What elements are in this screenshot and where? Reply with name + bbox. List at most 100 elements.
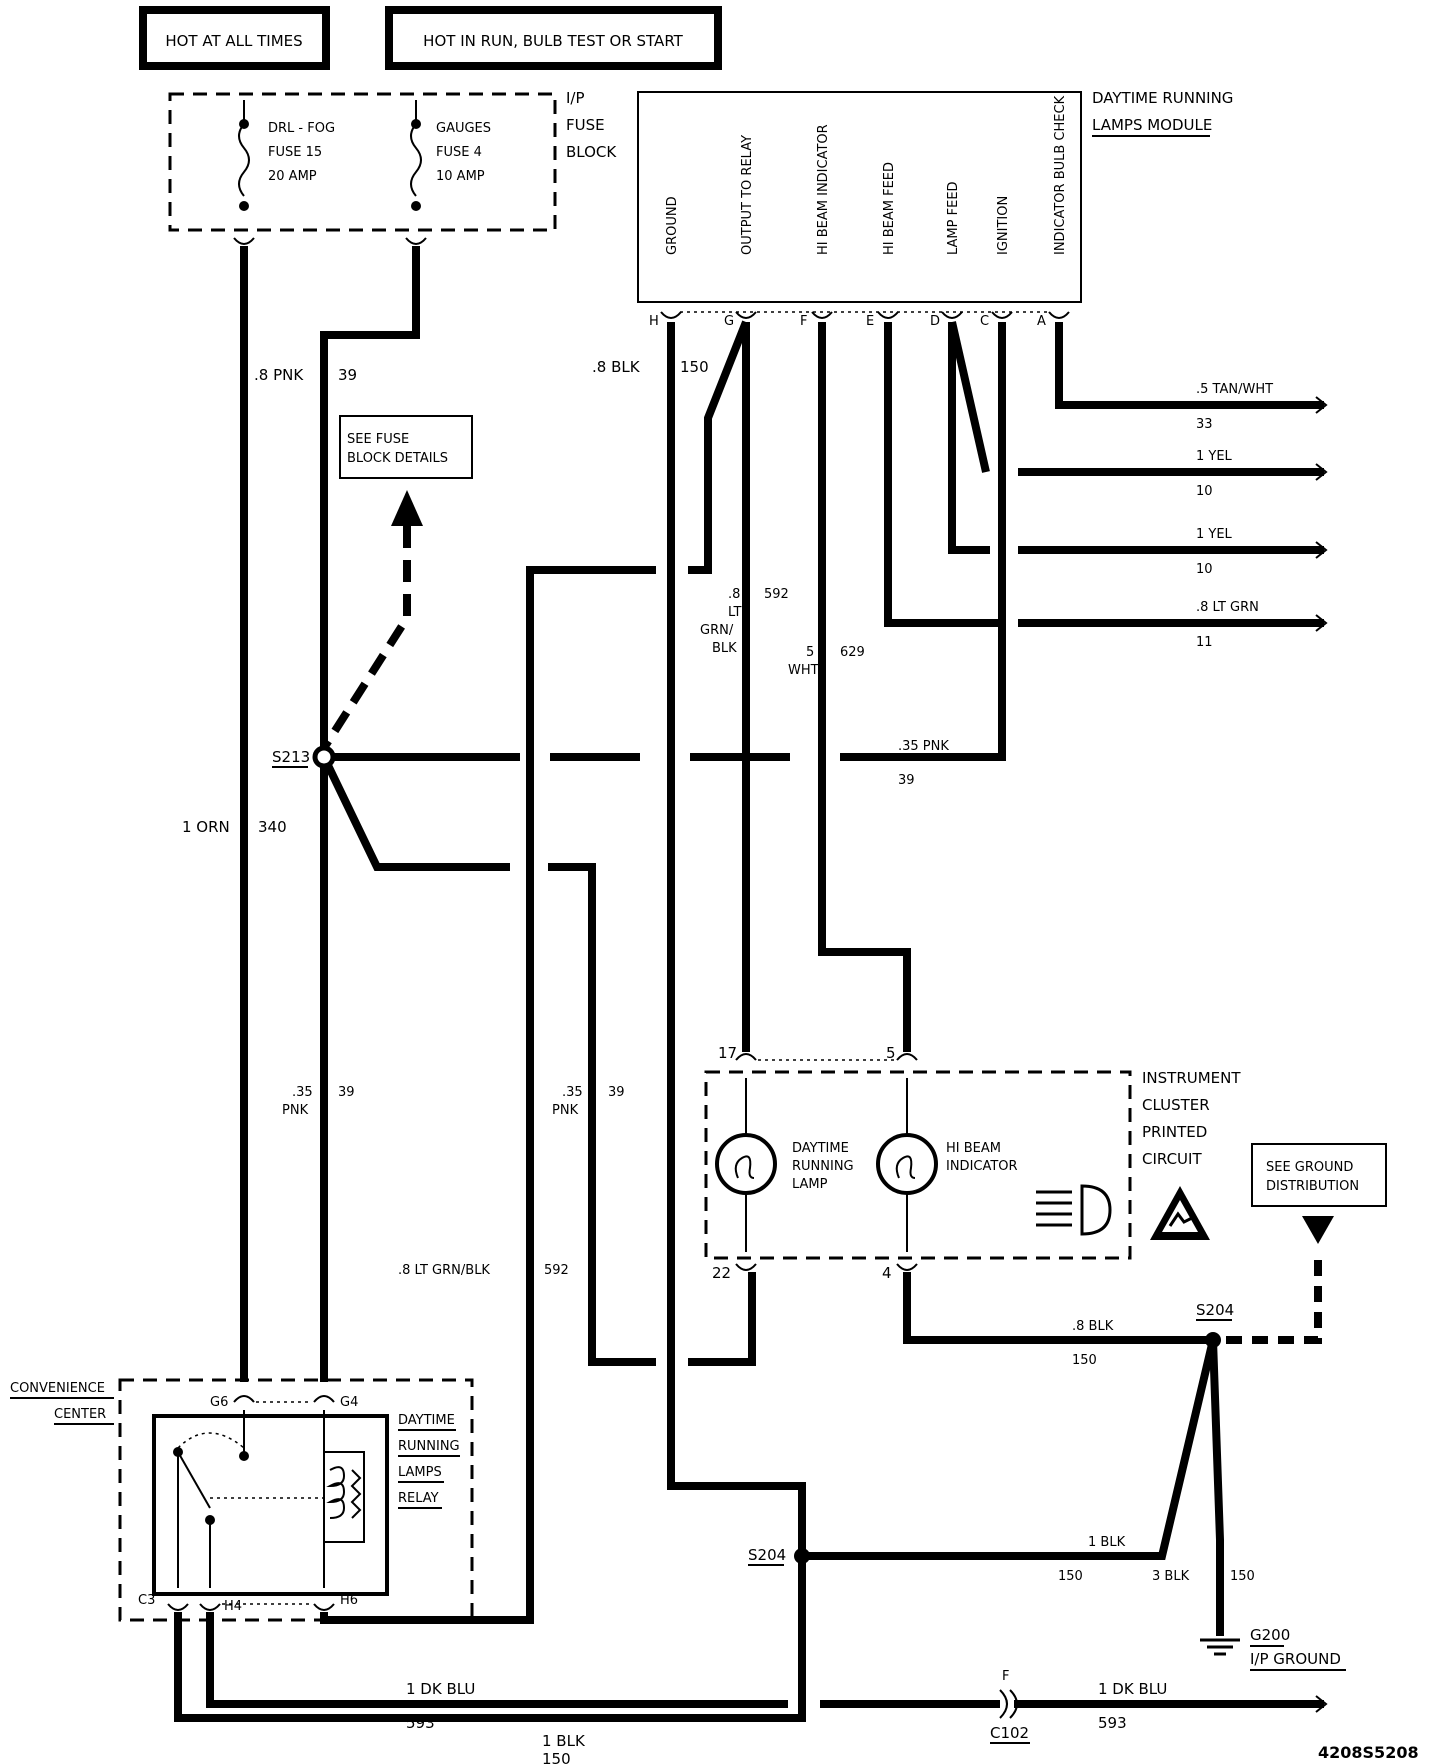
svg-text:LAMPS MODULE: LAMPS MODULE: [1092, 116, 1212, 134]
svg-text:592: 592: [764, 587, 789, 602]
svg-text:1 YEL: 1 YEL: [1196, 449, 1233, 464]
svg-text:150: 150: [680, 358, 709, 376]
splice-s204-right: S204: [1196, 1250, 1322, 1348]
svg-text:I/P GROUND: I/P GROUND: [1250, 1650, 1341, 1668]
svg-text:3 BLK: 3 BLK: [1152, 1569, 1190, 1584]
drl-pin-name: INDICATOR BULB CHECK: [1053, 95, 1068, 255]
svg-text:DRL - FOG: DRL - FOG: [268, 121, 335, 136]
convenience-center: CONVENIENCE CENTER: [10, 1378, 474, 1622]
drl-pin-letter: F: [800, 314, 807, 329]
svg-text:4: 4: [882, 1264, 892, 1282]
drl-pin-name: GROUND: [665, 196, 680, 255]
drl-relay: DAYTIME RUNNING LAMPS RELAY G6 G4 C3 H4: [138, 1395, 460, 1614]
svg-text:PRINTED: PRINTED: [1142, 1123, 1207, 1141]
svg-text:WHT: WHT: [788, 663, 819, 678]
svg-text:FUSE 4: FUSE 4: [436, 145, 482, 160]
svg-text:150: 150: [1230, 1569, 1255, 1584]
svg-text:1 DK BLU: 1 DK BLU: [1098, 1680, 1167, 1698]
see-ground-distribution: SEE GROUND DISTRIBUTION: [1251, 1143, 1387, 1244]
svg-text:11: 11: [1196, 635, 1213, 650]
svg-text:CIRCUIT: CIRCUIT: [1142, 1150, 1202, 1168]
svg-text:BLOCK: BLOCK: [566, 143, 617, 161]
drl-pin-letter: E: [866, 314, 874, 329]
svg-text:FUSE 15: FUSE 15: [268, 145, 322, 160]
drl-pin-connector: [1048, 311, 1070, 319]
svg-text:340: 340: [258, 818, 287, 836]
svg-text:LAMP: LAMP: [792, 1177, 828, 1192]
svg-text:629: 629: [840, 645, 865, 660]
svg-text:S204: S204: [748, 1546, 786, 1564]
svg-text:RUNNING: RUNNING: [398, 1439, 460, 1454]
svg-text:1 YEL: 1 YEL: [1196, 527, 1233, 542]
svg-text:10: 10: [1196, 484, 1213, 499]
svg-text:4208S5208: 4208S5208: [1318, 1743, 1419, 1762]
svg-text:39: 39: [608, 1085, 625, 1100]
svg-text:G6: G6: [210, 1395, 228, 1410]
svg-text:1 BLK: 1 BLK: [542, 1732, 586, 1750]
svg-text:INSTRUMENT: INSTRUMENT: [1142, 1069, 1241, 1087]
svg-text:SEE FUSE: SEE FUSE: [347, 432, 409, 447]
ip-fuse-block: I/P FUSE BLOCK DRL - FOG FUSE 15 20 AMP …: [168, 89, 617, 245]
svg-text:.8 BLK: .8 BLK: [1072, 1319, 1114, 1334]
svg-text:GRN/: GRN/: [700, 623, 734, 638]
svg-text:C102: C102: [990, 1724, 1029, 1742]
svg-text:LT: LT: [728, 605, 741, 620]
drl-pin-connector: [660, 311, 682, 319]
svg-text:FUSE: FUSE: [566, 116, 605, 134]
svg-text:.35 PNK: .35 PNK: [898, 739, 949, 754]
drl-pin-name: OUTPUT TO RELAY: [740, 135, 755, 255]
svg-text:.35: .35: [562, 1085, 583, 1100]
svg-text:LAMPS: LAMPS: [398, 1465, 442, 1480]
svg-text:10: 10: [1196, 562, 1213, 577]
svg-text:10 AMP: 10 AMP: [436, 169, 485, 184]
svg-text:.8 BLK: .8 BLK: [592, 358, 641, 376]
svg-text:GAUGES: GAUGES: [436, 121, 491, 136]
svg-text:150: 150: [542, 1750, 571, 1764]
svg-text:.8 LT GRN/BLK: .8 LT GRN/BLK: [398, 1263, 490, 1278]
svg-text:I/P: I/P: [566, 89, 585, 107]
svg-text:20 AMP: 20 AMP: [268, 169, 317, 184]
svg-text:INDICATOR: INDICATOR: [946, 1159, 1018, 1174]
svg-text:H6: H6: [340, 1593, 358, 1608]
connector-c102: F C102: [990, 1669, 1030, 1744]
svg-text:G4: G4: [340, 1395, 358, 1410]
esd-warning-icon: [1150, 1186, 1210, 1240]
wire-paths: [174, 246, 1324, 1722]
svg-text:BLOCK DETAILS: BLOCK DETAILS: [347, 451, 448, 466]
svg-text:5: 5: [886, 1044, 896, 1062]
svg-text:G200: G200: [1250, 1626, 1290, 1644]
drl-pin-connector: [941, 311, 963, 319]
svg-text:593: 593: [406, 1714, 435, 1732]
svg-text:592: 592: [544, 1263, 569, 1278]
svg-text:DISTRIBUTION: DISTRIBUTION: [1266, 1179, 1359, 1194]
svg-text:CLUSTER: CLUSTER: [1142, 1096, 1210, 1114]
wire-labels: .8 PNK 39 .8 BLK 150 .5 TAN/WHT 33 1 YEL…: [182, 358, 1273, 1764]
figure-id: 4208S5208: [1318, 1743, 1419, 1762]
svg-text:PNK: PNK: [282, 1103, 309, 1118]
drl-pin-letter: A: [1037, 314, 1046, 329]
svg-text:BLK: BLK: [712, 641, 737, 656]
svg-text:H4: H4: [224, 1599, 242, 1614]
wire-arrow-terminals: [1315, 396, 1328, 1713]
header-hot-at-all-times: HOT AT ALL TIMES: [139, 6, 330, 70]
svg-text:1 BLK: 1 BLK: [1088, 1535, 1126, 1550]
svg-text:39: 39: [338, 1085, 355, 1100]
drl-pin-connector: [735, 311, 757, 319]
svg-text:150: 150: [1058, 1569, 1083, 1584]
splice-s213: S213: [272, 745, 336, 769]
drl-pin-name: LAMP FEED: [946, 181, 961, 255]
svg-text:RELAY: RELAY: [398, 1491, 439, 1506]
svg-text:F: F: [1002, 1669, 1009, 1684]
svg-text:39: 39: [338, 366, 357, 384]
drl-pin-letter: C: [980, 314, 989, 329]
svg-text:C3: C3: [138, 1593, 155, 1608]
svg-text:HI BEAM: HI BEAM: [946, 1141, 1001, 1156]
svg-text:RUNNING: RUNNING: [792, 1159, 854, 1174]
svg-text:S213: S213: [272, 748, 310, 766]
svg-text:.35: .35: [292, 1085, 313, 1100]
svg-text:33: 33: [1196, 417, 1213, 432]
instrument-cluster: INSTRUMENT CLUSTER PRINTED CIRCUIT 17 5 …: [704, 1044, 1241, 1282]
svg-text:1 ORN: 1 ORN: [182, 818, 230, 836]
